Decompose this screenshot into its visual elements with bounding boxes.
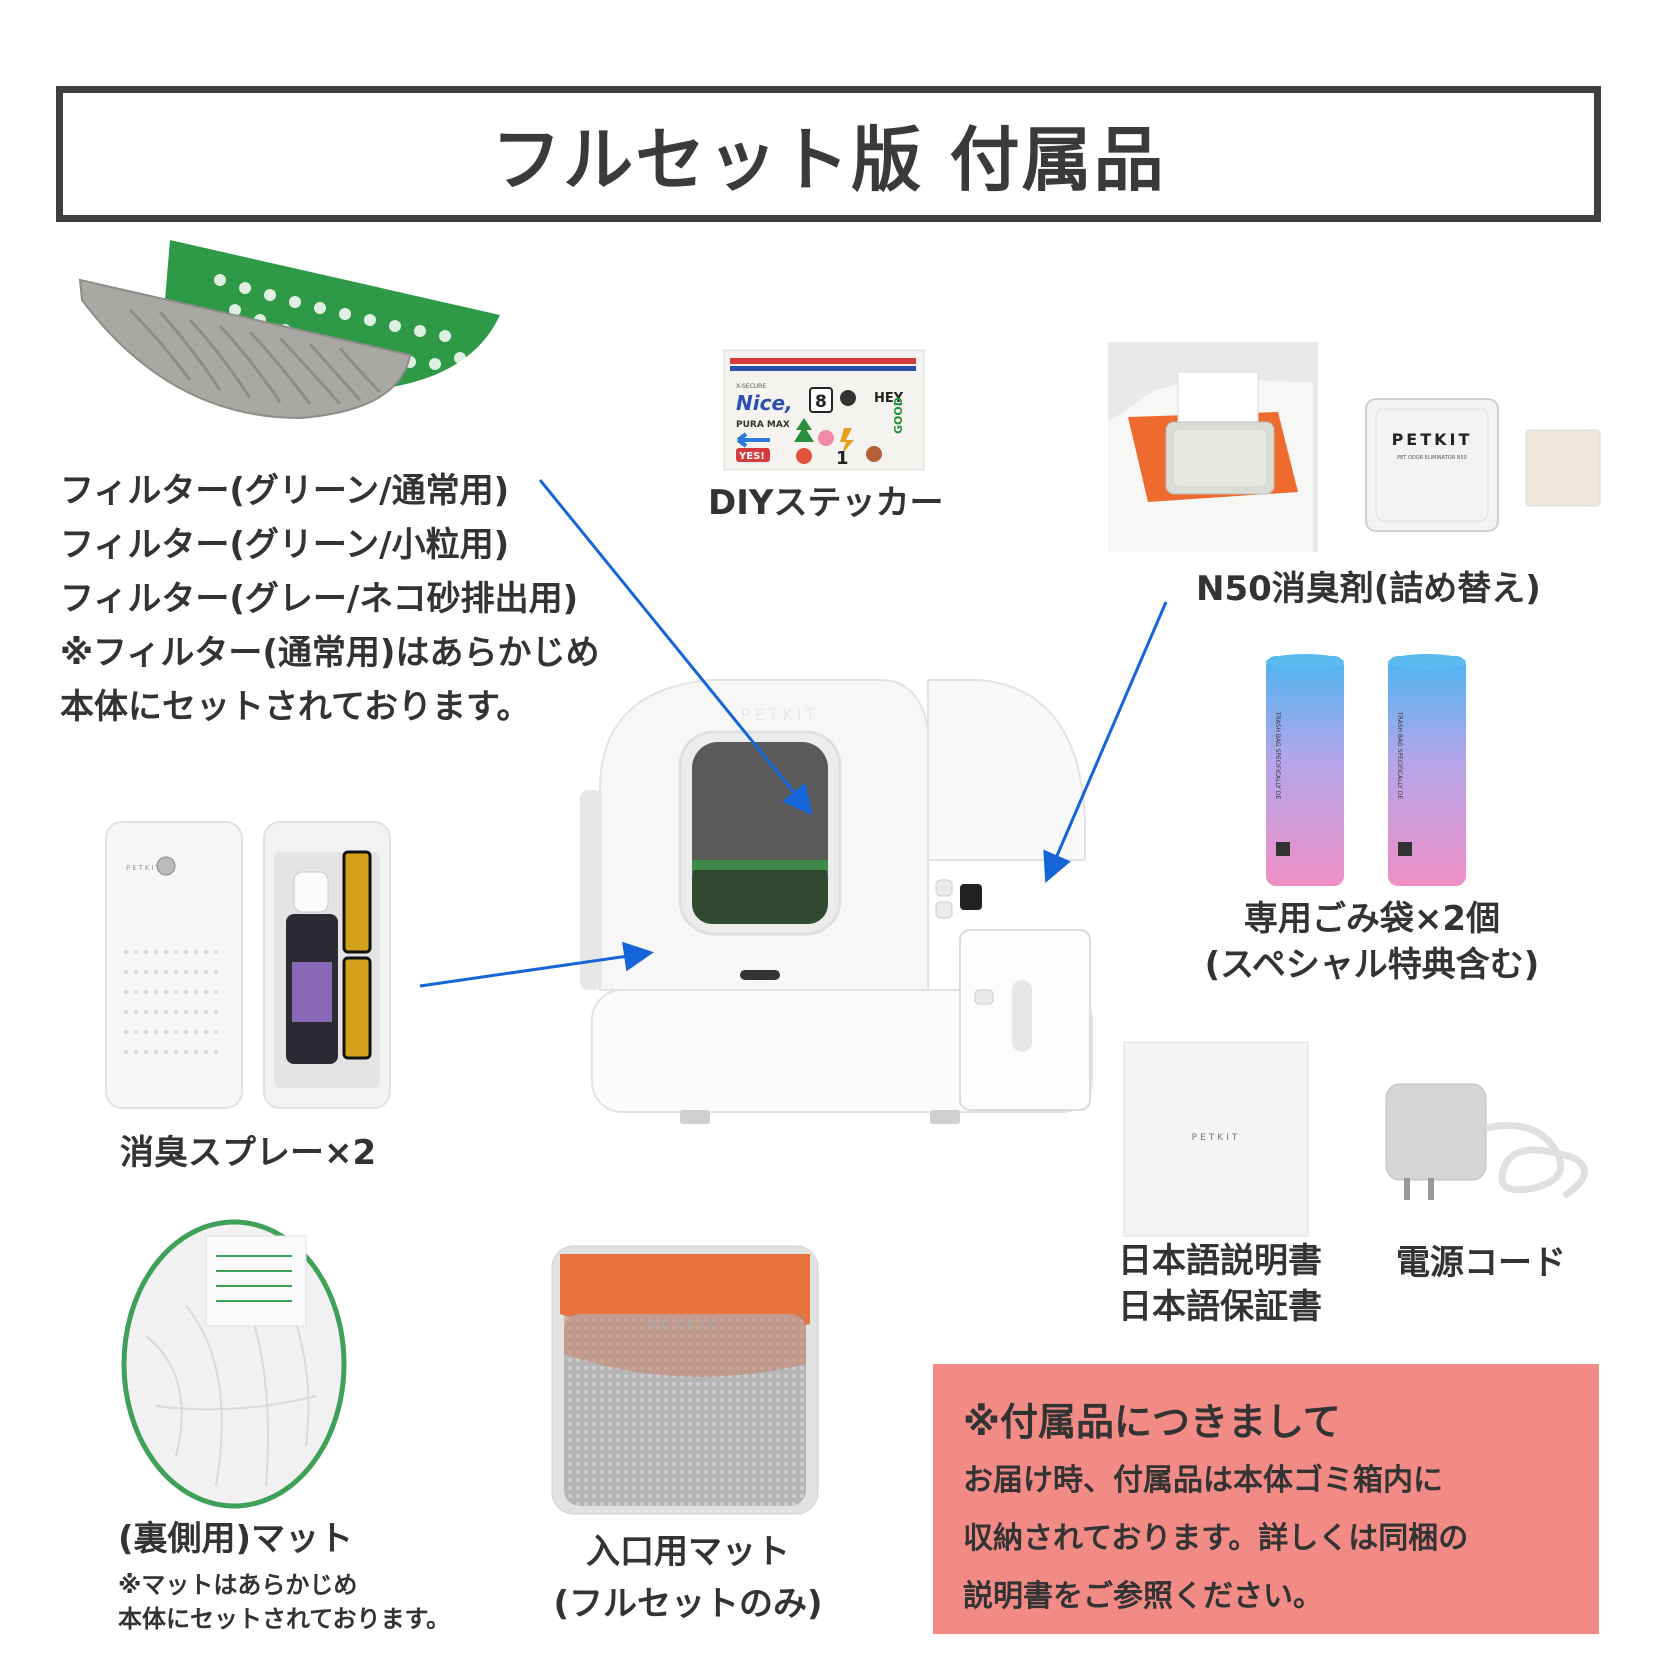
trash-bags-image: TRASH BAG SPECIFICALLY DE TRASH BAG SPEC…: [1266, 654, 1466, 886]
entrance-mat-label: 入口用マット (フルセットのみ): [528, 1526, 848, 1630]
manual-image: PETKIT: [1123, 1041, 1309, 1237]
sticker-eight: 8: [815, 392, 827, 412]
diy-sticker-label: DIYステッカー: [708, 483, 944, 523]
back-mat-note-line-2: 本体にセットされております。: [118, 1605, 451, 1633]
entrance-mat-line-2: (フルセットのみ): [553, 1584, 823, 1624]
litter-box-unit-image: PETKIT: [580, 679, 1093, 1124]
filter-note-line-2: 本体にセットされております。: [60, 687, 531, 727]
back-mat-label: (裏側用)マット: [118, 1519, 354, 1559]
deodorizer-label: N50消臭剤(詰め替え): [1196, 569, 1541, 609]
trash-bag-roll-1: TRASH BAG SPECIFICALLY DE: [1266, 654, 1344, 886]
sticker-yes: YES!: [738, 451, 765, 462]
notice-line-1: お届け時、付属品は本体ゴミ箱内に: [963, 1463, 1443, 1498]
spray-device-open: [263, 821, 391, 1109]
filter-parts-image: [78, 240, 500, 420]
filter-line-3: フィルター(グレー/ネコ砂排出用): [60, 579, 579, 619]
back-mat-note-line-1: ※マットはあらかじめ: [118, 1571, 358, 1599]
entrance-mat-image: PETKIT: [551, 1245, 819, 1515]
spray-brand: PETKIT: [126, 864, 162, 872]
back-mat-note: ※マットはあらかじめ 本体にセットされております。: [118, 1568, 450, 1636]
battery-1: [342, 850, 372, 954]
deodorizing-spray-image: PETKIT: [105, 821, 391, 1109]
unit-tower: [927, 679, 1086, 861]
title-banner: フルセット版 付属品: [56, 86, 1601, 222]
unit-window-filter: [692, 860, 828, 924]
sticker-good: GOOD: [892, 397, 905, 434]
manual-line-1: 日本語説明書: [1118, 1241, 1322, 1281]
spray-device-closed: PETKIT: [105, 821, 243, 1109]
deodorizer-in-unit-image: [1108, 342, 1318, 552]
trash-bags-line-2: (スペシャル特典含む): [1204, 945, 1540, 985]
deodorizer-pack-image: PETKIT PET ODOR ELIMINATOR N50: [1365, 398, 1499, 532]
pack-brand: PETKIT: [1392, 430, 1473, 449]
trash-bags-line-1: 専用ごみ袋×2個: [1243, 899, 1501, 939]
manual-brand: PETKIT: [1192, 1133, 1241, 1143]
trash-bag-roll-2: TRASH BAG SPECIFICALLY DE: [1388, 654, 1466, 886]
arrow-filters-to-window: [538, 479, 813, 816]
entrance-mat-brand: PETKIT: [649, 1318, 721, 1334]
notice-heading: ※付属品につきまして: [963, 1400, 1341, 1444]
cable: [1485, 1122, 1588, 1199]
back-mat-image: [121, 1219, 347, 1509]
power-cord-label: 電源コード: [1396, 1243, 1566, 1283]
manual-label: 日本語説明書 日本語保証書: [1110, 1238, 1330, 1330]
filter-line-2: フィルター(グリーン/小粒用): [60, 525, 510, 565]
filter-line-1: フィルター(グリーン/通常用): [60, 471, 510, 511]
sticker-one: 1: [836, 448, 849, 469]
deodorizer-refill-image: [1525, 429, 1601, 507]
diy-sticker-image: X-SECURE Nice, 8 HEY PURA MAX GOOD YES! …: [723, 349, 925, 471]
arrow-deodorizer-to-tower: [1043, 601, 1168, 884]
sticker-puramax: PURA MAX: [736, 420, 790, 430]
notice-line-3: 説明書をご参照ください。: [963, 1579, 1323, 1614]
sticker-hey: HEY: [874, 391, 904, 406]
filter-note-line-1: ※フィルター(通常用)はあらかじめ: [60, 633, 600, 673]
svg-text:X-SECURE: X-SECURE: [736, 383, 766, 390]
spray-label: 消臭スプレー×2: [120, 1133, 377, 1173]
manual-line-2: 日本語保証書: [1118, 1287, 1322, 1327]
trash-bags-label: 専用ごみ袋×2個 (スペシャル特典含む): [1182, 896, 1562, 988]
arrow-spray-to-unit: [419, 941, 654, 988]
page-title: フルセット版 付属品: [491, 118, 1166, 201]
notice-line-2: 収納されております。詳しくは同梱の: [963, 1521, 1469, 1556]
pack-subtitle: PET ODOR ELIMINATOR N50: [1397, 455, 1467, 461]
entrance-mat-line-1: 入口用マット: [586, 1532, 790, 1572]
unit-brand: PETKIT: [741, 705, 820, 724]
bag-1-text: TRASH BAG SPECIFICALLY DE: [1274, 711, 1281, 799]
bag-2-text: TRASH BAG SPECIFICALLY DE: [1396, 711, 1403, 799]
battery-2: [342, 956, 372, 1060]
power-cord-image: [1385, 1083, 1588, 1200]
sticker-nice: Nice,: [736, 391, 793, 415]
filter-mesh-holes: [214, 274, 466, 370]
accessories-notice: ※付属品につきまして お届け時、付属品は本体ゴミ箱内に 収納されております。詳し…: [933, 1364, 1599, 1634]
filter-description: フィルター(グリーン/通常用) フィルター(グリーン/小粒用) フィルター(グレ…: [60, 464, 599, 734]
